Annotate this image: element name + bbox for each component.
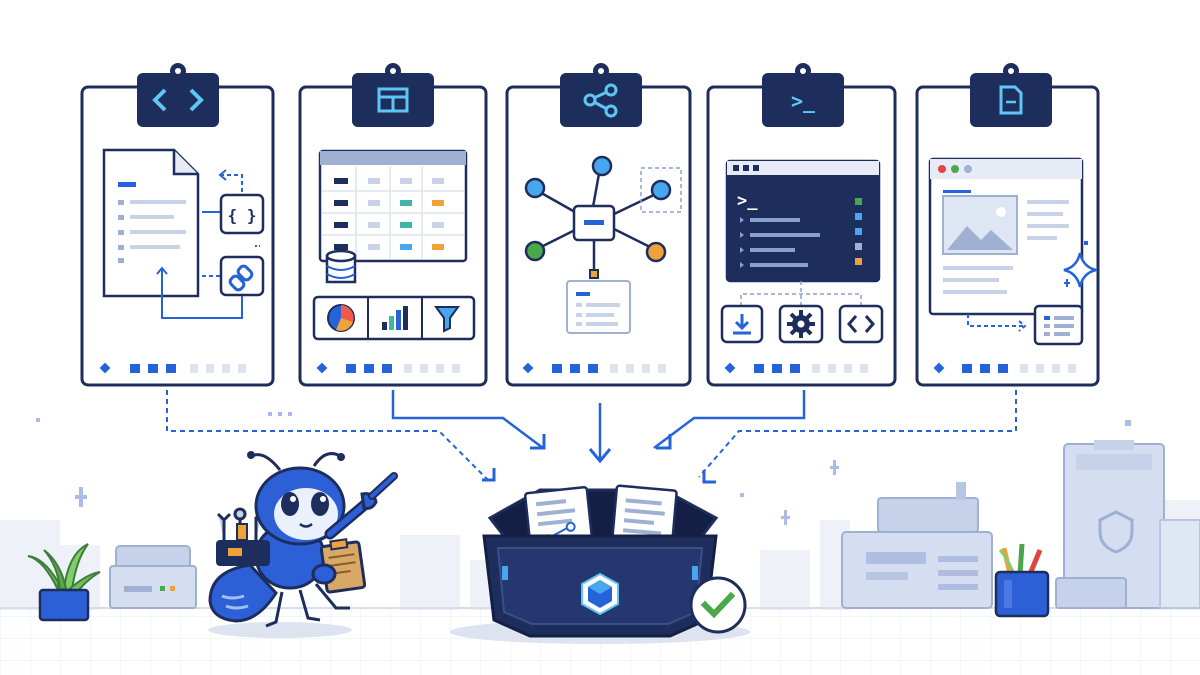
spreadsheet-window	[318, 149, 468, 263]
sparkle-decorations	[36, 412, 1131, 525]
link-icon	[228, 264, 254, 292]
braces-glyph: { }	[228, 206, 257, 225]
download-icon	[720, 304, 764, 344]
flow-arrows	[166, 390, 1017, 484]
terminal-prompt: >_	[737, 191, 758, 211]
filter-icon	[434, 306, 460, 333]
code-chip-icon	[838, 304, 884, 344]
mascot-head	[247, 451, 346, 546]
document-icon	[970, 63, 1052, 127]
progress-dots-graph	[522, 362, 666, 374]
panel-document	[915, 63, 1100, 387]
code-flow-arrows	[156, 169, 260, 319]
code-brackets-icon	[137, 63, 219, 127]
settings-gear-icon	[778, 304, 824, 344]
share-nodes-icon	[560, 63, 642, 127]
table-grid-icon	[352, 63, 434, 127]
pencil-cup-right	[994, 543, 1050, 618]
terminal-icon: >_	[762, 63, 844, 127]
database-icon	[325, 249, 357, 284]
tool-belt	[216, 507, 270, 566]
sparkle-icon	[1063, 241, 1097, 288]
panel-graph	[505, 63, 692, 387]
terminal-tab-glyph: >_	[791, 89, 816, 113]
bar-chart-icon	[382, 306, 408, 330]
panel-terminal: >_ >_	[706, 63, 897, 387]
node-graph	[524, 155, 682, 334]
image-placeholder-icon	[942, 195, 1018, 255]
analytics-toolbar	[312, 295, 476, 341]
panel-code: { }	[80, 63, 275, 387]
server-machines-right	[841, 440, 1200, 609]
export-document-chip	[967, 304, 1084, 346]
collection-container	[450, 484, 750, 644]
terminal-connectors	[740, 281, 862, 306]
panel-table	[298, 63, 488, 387]
code-file-document	[102, 148, 200, 298]
progress-dots-table	[316, 362, 460, 374]
terminal-window: >_	[725, 159, 881, 283]
braces-chip: { }	[219, 193, 265, 235]
progress-dots-terminal	[724, 362, 868, 374]
pie-chart-icon	[327, 304, 355, 332]
plant-pot-left	[27, 543, 101, 622]
cube-emblem-icon	[581, 572, 619, 616]
pointing-arm	[324, 472, 398, 540]
progress-dots-code	[99, 362, 246, 374]
progress-dots-document	[933, 362, 1076, 374]
link-chip	[219, 255, 265, 297]
ant-mascot	[208, 451, 398, 638]
success-check-icon	[689, 576, 747, 634]
server-device-left	[109, 545, 197, 609]
clipboard-icon	[311, 538, 367, 594]
browser-window	[928, 157, 1084, 316]
